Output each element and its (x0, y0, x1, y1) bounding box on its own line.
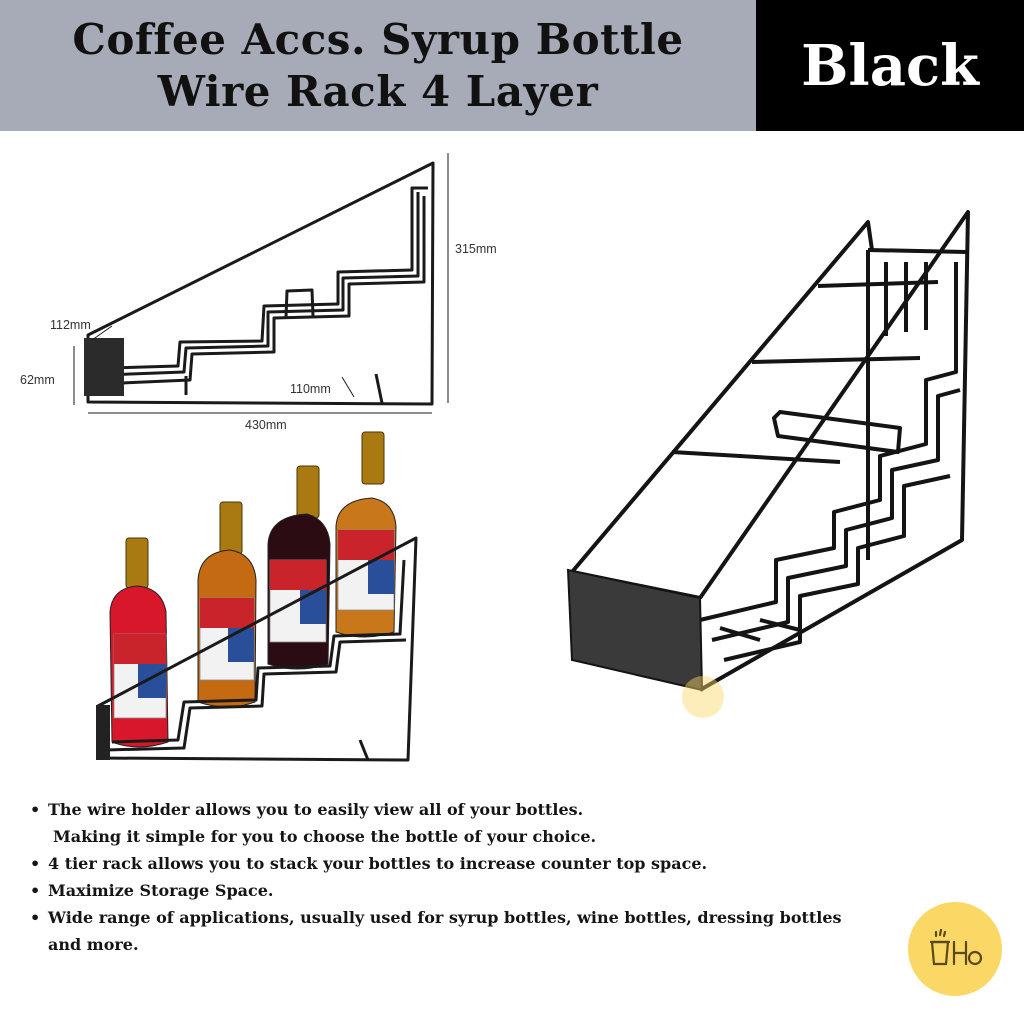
rack-3d-image (566, 210, 970, 718)
feature-item: • Wide range of applications, usually us… (30, 904, 880, 958)
bullet-icon: • (30, 854, 41, 873)
feature-text: The wire holder allows you to easily vie… (48, 800, 584, 819)
feature-list: • The wire holder allows you to easily v… (30, 796, 880, 958)
dimension-diagram: 315mm 112mm 62mm 110mm 430mm (20, 153, 497, 432)
rack-front-panel-photo (96, 705, 110, 760)
depth-label: 112mm (50, 318, 91, 332)
rack-front-panel (84, 338, 124, 396)
height-label: 315mm (455, 242, 497, 256)
feature-text: Wide range of applications, usually used… (48, 908, 842, 954)
brand-logo (908, 902, 1002, 996)
watermark-logo (682, 676, 724, 718)
feature-continuation: Making it simple for you to choose the b… (53, 827, 597, 846)
feature-item: • The wire holder allows you to easily v… (30, 796, 880, 850)
bullet-icon: • (30, 908, 41, 927)
title-banner: Coffee Accs. Syrup Bottle Wire Rack 4 La… (0, 0, 756, 131)
feature-item: • Maximize Storage Space. (30, 877, 880, 904)
feature-text: 4 tier rack allows you to stack your bot… (48, 854, 708, 873)
rack-front-panel-3d (566, 568, 704, 692)
cup-logo-icon (929, 928, 983, 966)
product-title: Coffee Accs. Syrup Bottle Wire Rack 4 La… (72, 14, 684, 116)
step-label: 110mm (290, 382, 331, 396)
rack-with-bottles-image (96, 431, 418, 762)
bullet-icon: • (30, 881, 41, 900)
feature-text: Maximize Storage Space. (48, 881, 274, 900)
bullet-icon: • (30, 800, 41, 819)
color-banner: Black (756, 0, 1024, 131)
feature-item: • 4 tier rack allows you to stack your b… (30, 850, 880, 877)
front-height-label: 62mm (20, 373, 55, 387)
length-label: 430mm (245, 418, 287, 432)
header: Coffee Accs. Syrup Bottle Wire Rack 4 La… (0, 0, 1024, 131)
color-label: Black (801, 32, 979, 99)
